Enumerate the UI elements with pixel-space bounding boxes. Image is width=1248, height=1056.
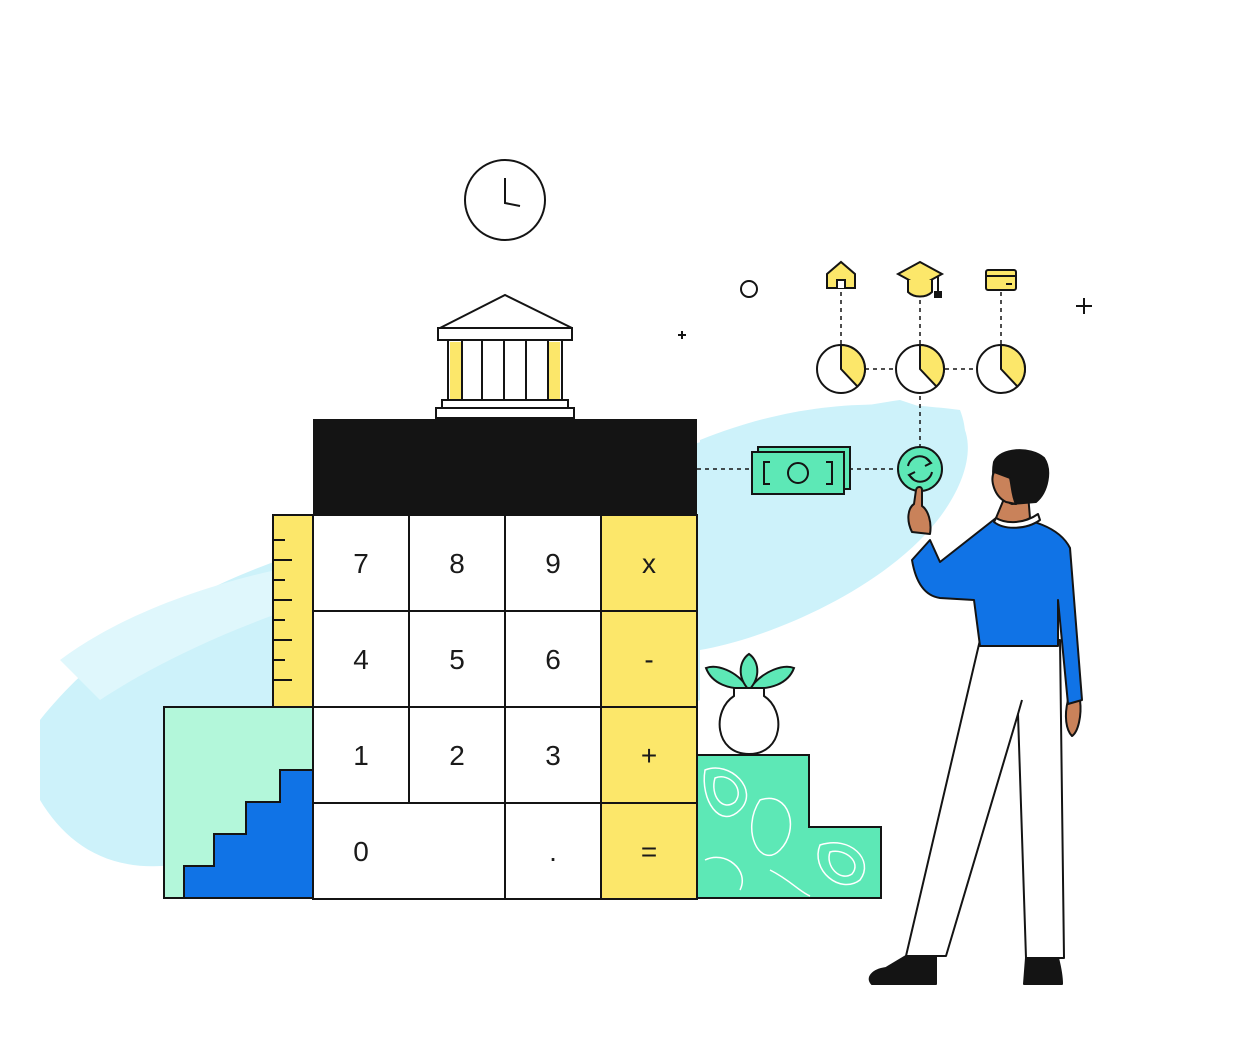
pie-chart-icon [816,343,866,394]
calc-key-1: 1 [312,706,410,804]
calculator-display [313,419,697,515]
calc-key-7: 7 [312,514,410,612]
banknote-icon [751,446,851,495]
ruler-icon [272,514,314,708]
plant-vase-icon [704,652,796,756]
calc-key-9: 9 [504,514,602,612]
graduation-cap-icon [895,260,945,298]
calc-key-equals: = [600,802,698,900]
house-icon [826,260,856,289]
calc-key-0-label: 0 [353,836,369,867]
bank-building-icon [435,293,575,419]
refresh-icon [897,446,943,492]
staircase-icon [163,706,314,899]
pie-slice [1000,343,1026,388]
person-figure [868,449,1083,985]
calc-key-decimal-label: . [549,836,557,867]
calc-key-3: 3 [504,706,602,804]
calc-key-decimal: . [504,802,602,900]
calc-key-2-label: 2 [449,740,465,771]
calc-key-equals-label: = [641,836,657,867]
calc-key-6-label: 6 [545,644,561,675]
calc-key-1-label: 1 [353,740,369,771]
calc-key-2: 2 [408,706,506,804]
calc-key-3-label: 3 [545,740,561,771]
plus-sparkle-icon [678,298,1092,339]
calc-key-5: 5 [408,610,506,708]
calc-key-multiply-label: x [642,548,656,579]
calc-key-0: 0 [312,802,506,900]
calc-key-minus: - [600,610,698,708]
pie-chart-icon [895,343,945,394]
connector-lines [697,290,1002,470]
calculator: 7 8 9 x 4 5 6 - 1 2 3 +0. = [312,419,698,900]
clock-icon [464,159,546,241]
calc-key-9-label: 9 [545,548,561,579]
calc-key-plus: + [600,706,698,804]
calc-key-8: 8 [408,514,506,612]
calc-key-plus-label: + [641,740,657,771]
calc-key-multiply: x [600,514,698,612]
calc-key-8-label: 8 [449,548,465,579]
calc-key-4-label: 4 [353,644,369,675]
pie-slice [840,343,866,388]
pie-slice [919,343,945,388]
credit-card-icon [985,269,1017,291]
calc-key-6: 6 [504,610,602,708]
terrain-block [696,754,882,899]
small-circle-decoration [740,280,758,298]
calc-key-7-label: 7 [353,548,369,579]
pie-chart-icon [976,343,1026,394]
calc-key-minus-label: - [644,644,653,675]
pie-charts [816,343,1026,394]
calc-key-5-label: 5 [449,644,465,675]
calc-key-4: 4 [312,610,410,708]
